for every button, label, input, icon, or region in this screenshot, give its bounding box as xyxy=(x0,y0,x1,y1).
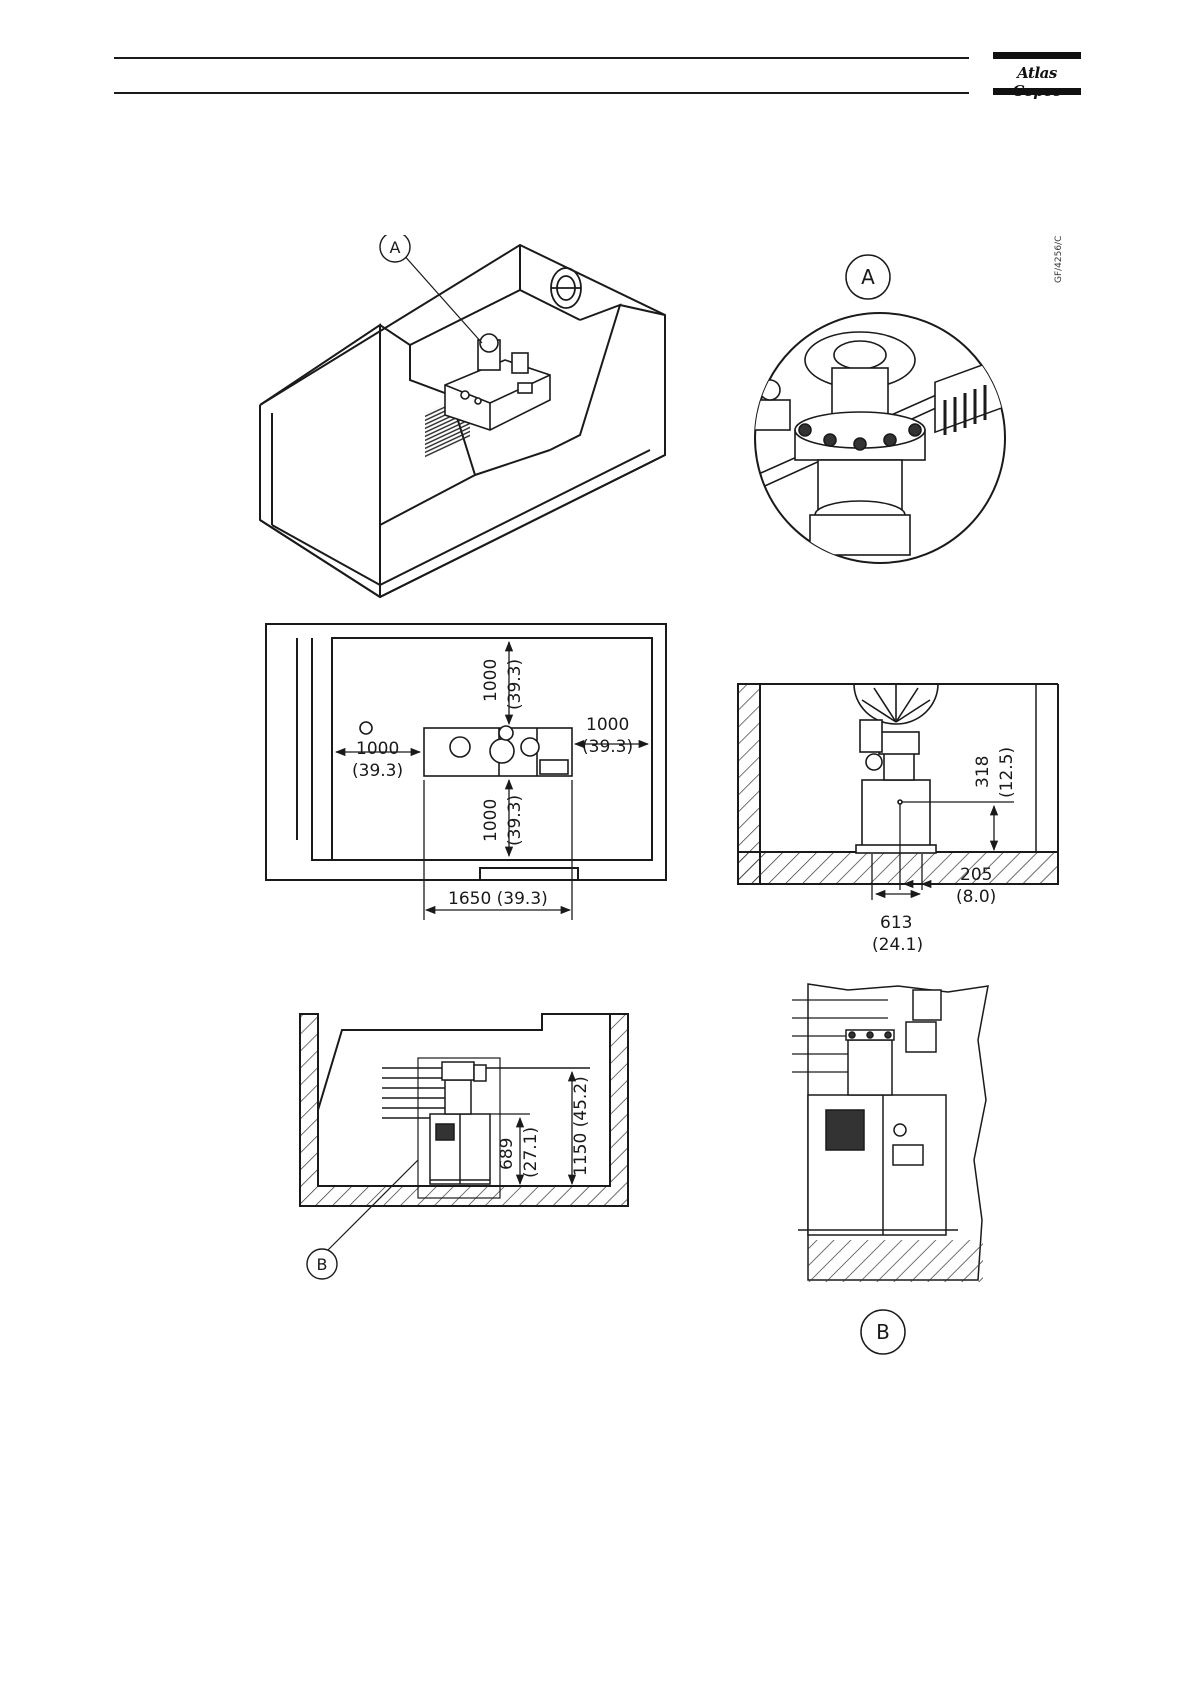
wall-fan-icon xyxy=(551,268,581,308)
side-offset-mm: 205 xyxy=(960,865,992,885)
side-width-mm: 613 xyxy=(880,913,912,933)
plan-left-mm: 1000 xyxy=(356,739,399,759)
side-height-mm: 318 xyxy=(973,756,993,788)
header-rule-top xyxy=(114,57,969,59)
section-view-drawing: 689 (27.1) 1150 (45.2) B xyxy=(290,1010,640,1310)
side-width-in: (24.1) xyxy=(872,935,923,955)
callout-b-section-label: B xyxy=(317,1255,328,1274)
brand-logo: Atlas Copco xyxy=(993,52,1081,96)
side-elevation-drawing: 318 (12.5) 205 (8.0) 613 (24.1) xyxy=(734,680,1064,970)
plan-left-in: (39.3) xyxy=(352,761,403,781)
pump-unit-iso xyxy=(445,334,550,430)
callout-b-detail-label: B xyxy=(876,1320,890,1344)
isometric-room-drawing: A xyxy=(250,235,680,605)
document-reference: GF/4256/C xyxy=(1054,236,1064,283)
plan-width-label: 1650 (39.3) xyxy=(448,889,548,909)
section-h1-mm: 689 xyxy=(497,1138,517,1170)
pump-unit-section xyxy=(430,1062,490,1184)
header-rule-bottom xyxy=(114,92,969,94)
fan-icon xyxy=(854,684,938,724)
side-offset-in: (8.0) xyxy=(956,887,996,907)
callout-a-detail-label: A xyxy=(861,265,875,289)
side-height-in: (12.5) xyxy=(997,747,1017,798)
plan-top-mm: 1000 xyxy=(481,659,501,702)
pump-unit-detail-b xyxy=(798,990,958,1235)
callout-a-iso-label: A xyxy=(390,238,401,257)
plan-bottom-in: (39.3) xyxy=(505,795,525,846)
plan-right-mm: 1000 xyxy=(586,715,629,735)
plan-top-in: (39.3) xyxy=(505,659,525,710)
detail-a-drawing: A xyxy=(735,250,1025,580)
section-h2-label: 1150 (45.2) xyxy=(571,1076,591,1176)
plan-view-drawing: 1000 (39.3) 1000 (39.3) 1000 (39.3) 1000… xyxy=(262,620,682,920)
plan-bottom-mm: 1000 xyxy=(481,799,501,842)
pump-unit-side xyxy=(856,720,936,853)
section-h1-in: (27.1) xyxy=(521,1127,541,1178)
detail-b-drawing: B xyxy=(788,980,998,1360)
plan-right-in: (39.3) xyxy=(582,737,633,757)
